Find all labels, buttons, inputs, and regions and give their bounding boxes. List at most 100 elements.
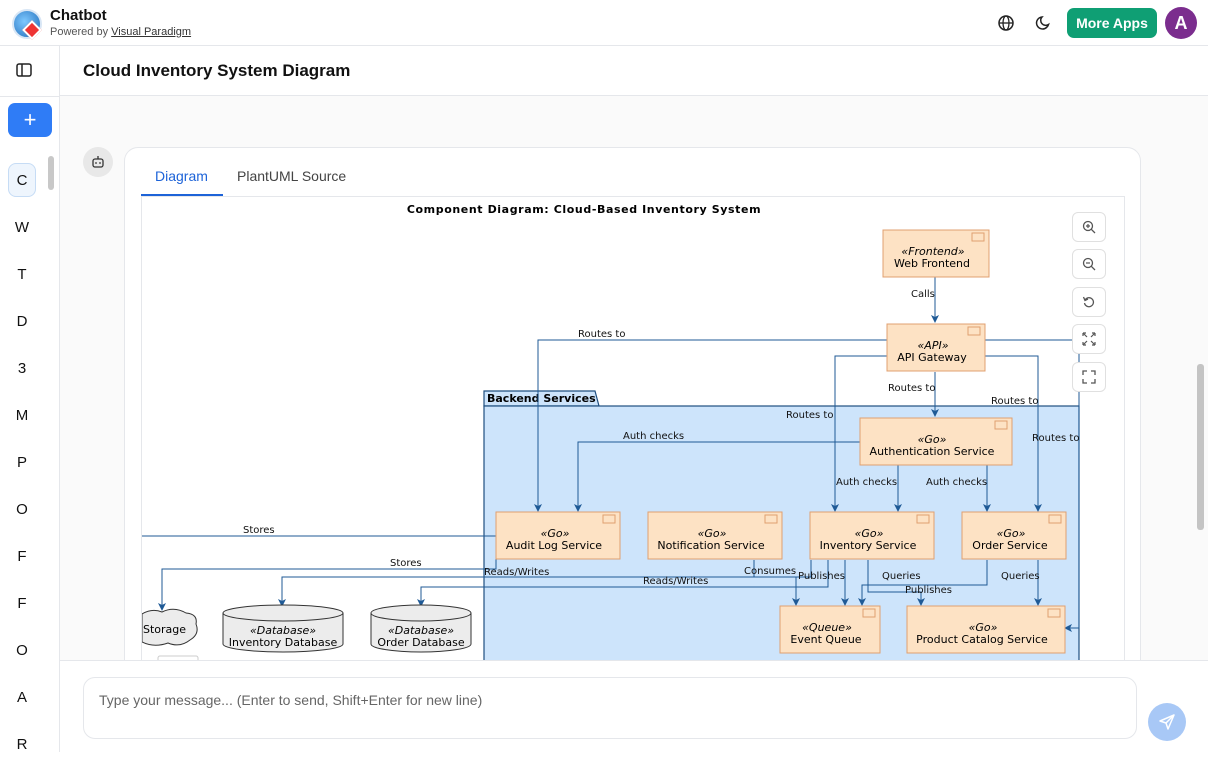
reset-zoom-button[interactable]	[1072, 287, 1106, 317]
label-publishes: Publishes	[798, 571, 845, 582]
globe-icon[interactable]	[996, 13, 1016, 33]
label-consumes: Consumes	[744, 566, 796, 577]
component-authentication-service: «Go» Authentication Service	[859, 417, 1013, 466]
stereotype: «API»	[918, 339, 949, 352]
component-name: Event Queue	[790, 633, 861, 646]
stereotype: «Go»	[541, 527, 570, 540]
sidebar-item[interactable]: A	[16, 688, 27, 706]
storage-label: Storage	[143, 623, 186, 636]
sidebar-item[interactable]: P	[16, 453, 27, 471]
label-routes-to: Routes to	[786, 410, 833, 421]
fit-to-screen-button[interactable]	[1072, 324, 1106, 354]
sidebar-item[interactable]: D	[16, 312, 28, 330]
label-routes-to: Routes to	[991, 396, 1038, 407]
cloud-storage: Storage	[142, 608, 198, 646]
label-auth-checks: Auth checks	[836, 477, 897, 488]
component-name: Authentication Service	[870, 445, 995, 458]
stereotype: «Database»	[388, 624, 454, 637]
stereotype: «Frontend»	[901, 245, 964, 258]
sidebar-item[interactable]: M	[15, 406, 29, 424]
stereotype: «Database»	[250, 624, 316, 637]
visual-paradigm-link[interactable]: Visual Paradigm	[111, 26, 192, 38]
label-auth-checks: Auth checks	[623, 431, 684, 442]
component-name: Order Service	[972, 539, 1048, 552]
label-routes-to: Routes to	[888, 383, 935, 394]
sidebar-item[interactable]: F	[17, 547, 27, 565]
partial-element	[157, 655, 199, 660]
more-apps-button[interactable]: More Apps	[1067, 8, 1157, 38]
fit-icon	[1082, 332, 1096, 346]
sidebar-item[interactable]: F	[17, 594, 27, 612]
sidebar-item[interactable]: W	[14, 218, 30, 236]
component-name: Inventory Service	[820, 539, 917, 552]
app-logo	[12, 9, 42, 40]
tab-divider	[141, 196, 1125, 197]
stereotype: «Go»	[918, 433, 947, 446]
zoom-in-icon	[1082, 220, 1096, 234]
label-reads-writes: Reads/Writes	[643, 576, 708, 587]
database-inventory: «Database» Inventory Database	[222, 604, 344, 653]
stereotype: «Go»	[698, 527, 727, 540]
send-button[interactable]	[1148, 703, 1186, 741]
powered-by-prefix: Powered by	[50, 26, 112, 38]
label-queries: Queries	[1001, 571, 1040, 582]
sidebar-item[interactable]: O	[16, 641, 28, 659]
component-name: API Gateway	[897, 351, 967, 364]
database-name: Order Database	[377, 636, 464, 649]
new-chat-button[interactable]: +	[8, 103, 52, 137]
page-header: Cloud Inventory System Diagram	[60, 46, 1208, 96]
send-icon	[1159, 714, 1175, 730]
page-title: Cloud Inventory System Diagram	[83, 61, 351, 80]
sidebar-item[interactable]: 3	[17, 359, 27, 377]
component-name: Notification Service	[657, 539, 764, 552]
component-name: Product Catalog Service	[916, 633, 1048, 646]
package-label: Backend Services	[487, 392, 596, 405]
powered-by: Powered by Visual Paradigm	[50, 26, 191, 38]
moon-icon[interactable]	[1033, 13, 1053, 33]
composer	[60, 660, 1208, 752]
fullscreen-button[interactable]	[1072, 362, 1106, 392]
top-bar: Chatbot Powered by Visual Paradigm More …	[0, 0, 1208, 46]
zoom-out-icon	[1082, 257, 1096, 271]
label-reads-writes: Reads/Writes	[484, 567, 549, 578]
component-inventory-service: «Go» Inventory Service	[809, 511, 935, 560]
message-input[interactable]	[83, 677, 1137, 739]
component-api-gateway: «API» API Gateway	[886, 323, 986, 372]
tab-plantuml-source[interactable]: PlantUML Source	[237, 168, 347, 184]
stereotype: «Go»	[969, 621, 998, 634]
chat-area: Diagram PlantUML Source Component Diagra…	[60, 96, 1208, 660]
label-queries: Queries	[882, 571, 921, 582]
bot-icon	[83, 147, 113, 177]
sidebar: + C W T D 3 M P O F F O A R	[0, 46, 60, 753]
sidebar-item[interactable]: T	[17, 265, 27, 283]
label-stores: Stores	[390, 558, 422, 569]
zoom-in-button[interactable]	[1072, 212, 1106, 242]
sidebar-scrollbar[interactable]	[48, 156, 54, 190]
sidebar-divider	[0, 96, 60, 97]
component-name: Web Frontend	[894, 257, 970, 270]
diagram-title: Component Diagram: Cloud-Based Inventory…	[407, 203, 761, 216]
database-order: «Database» Order Database	[370, 604, 472, 653]
component-name: Audit Log Service	[506, 539, 602, 552]
avatar[interactable]: A	[1165, 7, 1197, 39]
sidebar-toggle-icon[interactable]	[14, 60, 34, 80]
diagram-viewer[interactable]: Component Diagram: Cloud-Based Inventory…	[141, 197, 1125, 660]
component-web-frontend: «Frontend» Web Frontend	[882, 229, 990, 278]
tab-diagram[interactable]: Diagram	[155, 168, 208, 184]
stereotype: «Go»	[997, 527, 1026, 540]
label-publishes: Publishes	[905, 585, 952, 596]
sidebar-item[interactable]: C	[8, 163, 36, 197]
sidebar-item[interactable]: R	[16, 735, 28, 753]
component-audit-log-service: «Go» Audit Log Service	[495, 511, 621, 560]
component-diagram: Component Diagram: Cloud-Based Inventory…	[142, 203, 1080, 660]
database-name: Inventory Database	[229, 636, 338, 649]
label-calls: Calls	[911, 289, 935, 300]
chat-scrollbar[interactable]	[1197, 364, 1204, 530]
component-product-catalog-service: «Go» Product Catalog Service	[906, 605, 1066, 654]
component-notification-service: «Go» Notification Service	[647, 511, 783, 560]
fullscreen-icon	[1082, 370, 1096, 384]
label-auth-checks: Auth checks	[926, 477, 987, 488]
label-routes-to: Routes to	[578, 329, 625, 340]
zoom-out-button[interactable]	[1072, 249, 1106, 279]
sidebar-item[interactable]: O	[16, 500, 28, 518]
